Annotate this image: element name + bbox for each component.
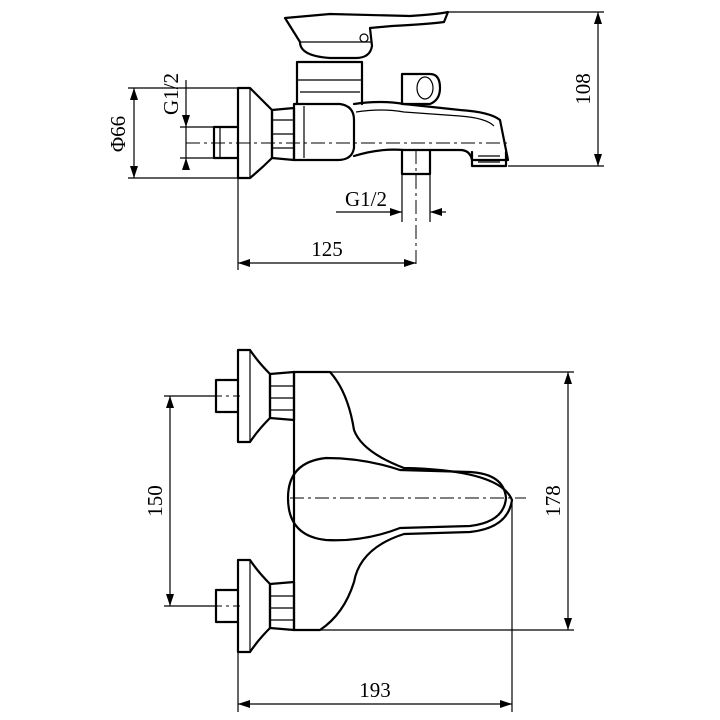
upper-flange xyxy=(236,348,272,444)
diverter-knob xyxy=(400,72,442,106)
spout xyxy=(352,100,510,162)
outlet-thread-label: G1/2 xyxy=(345,187,387,211)
phi-66-dimension: Φ66 xyxy=(106,116,130,152)
lever-top-view xyxy=(286,456,508,542)
spacing-150-dimension: 150 xyxy=(143,485,167,517)
upper-hex-nut xyxy=(268,370,296,422)
cartridge-column xyxy=(295,60,364,106)
outlet-pipe xyxy=(400,148,432,176)
top-view: 150 178 193 xyxy=(143,348,574,712)
side-view: Φ66 G1/2 G1/2 125 108 xyxy=(106,10,604,270)
aerator xyxy=(470,150,508,168)
width-193-dimension: 193 xyxy=(359,678,391,702)
length-178-dimension: 178 xyxy=(541,485,565,517)
lower-flange xyxy=(236,558,272,654)
lower-hex-nut xyxy=(268,580,296,632)
wall-flange xyxy=(236,86,274,180)
mixer-body xyxy=(292,102,356,162)
height-108-dimension: 108 xyxy=(571,73,595,105)
width-125-dimension: 125 xyxy=(311,237,343,261)
body-top-view xyxy=(292,370,514,632)
lever-handle xyxy=(283,10,450,60)
inlet-thread-label: G1/2 xyxy=(159,73,183,115)
